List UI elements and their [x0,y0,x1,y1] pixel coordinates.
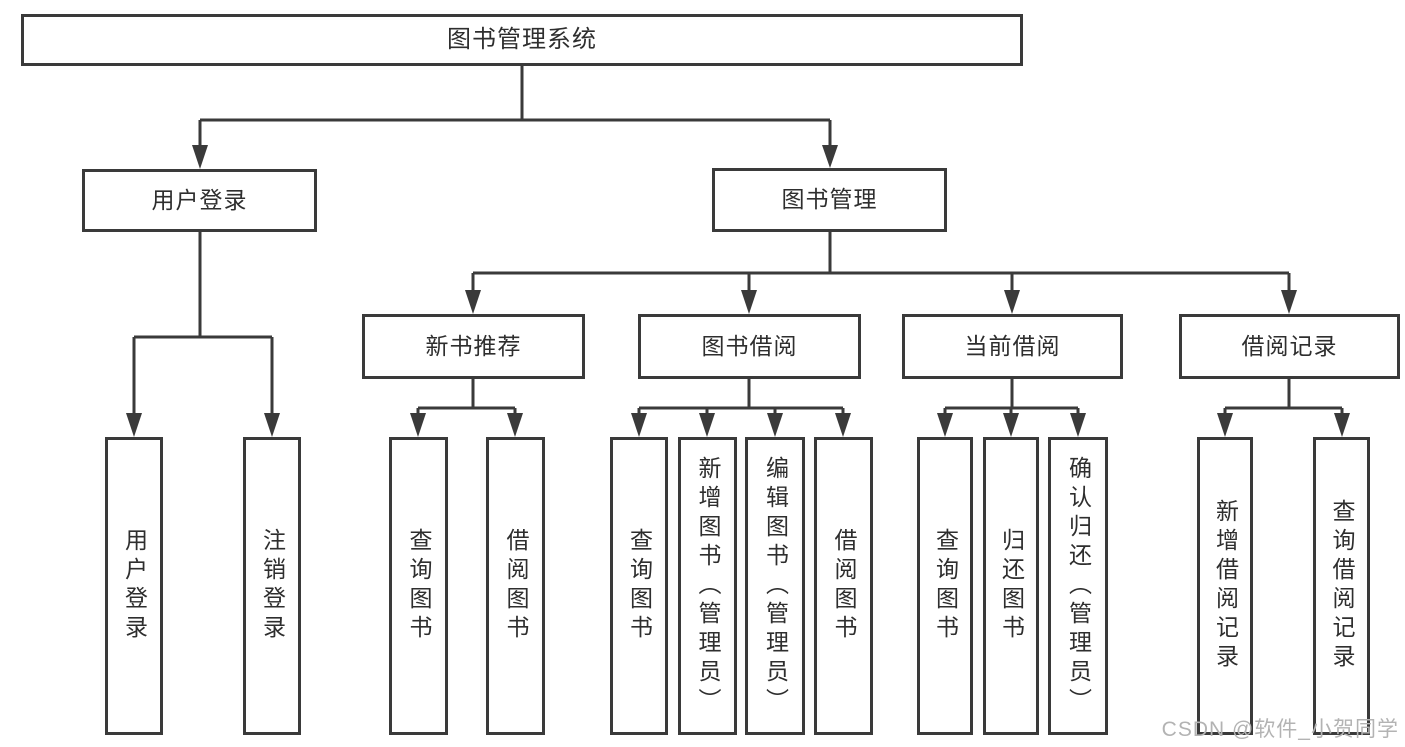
node-borrowing-records: 借阅记录 [1179,314,1400,379]
node-return-books: 归还图书 [983,437,1039,735]
node-add-borrow-record: 新增借阅记录 [1197,437,1253,735]
node-query-books-recommend: 查询图书 [389,437,448,735]
node-current-borrowing: 当前借阅 [902,314,1123,379]
node-query-books-borrowing: 查询图书 [610,437,668,735]
arrowhead-icons [126,145,1350,437]
node-user-login-group: 用户登录 [82,169,317,232]
node-confirm-return-admin: 确认归还（管理员） [1048,437,1108,735]
node-book-management: 图书管理 [712,168,947,232]
node-add-books-admin: 新增图书（管理员） [678,437,737,735]
node-query-books-current: 查询图书 [917,437,973,735]
node-borrow-books-recommend: 借阅图书 [486,437,545,735]
node-library-management-system: 图书管理系统 [21,14,1023,66]
node-logout-action: 注销登录 [243,437,301,735]
csdn-watermark: CSDN @软件_小贺同学 [1161,718,1399,741]
node-query-borrow-record: 查询借阅记录 [1313,437,1370,735]
node-new-book-recommendation: 新书推荐 [362,314,585,379]
node-book-borrowing: 图书借阅 [638,314,861,379]
node-borrow-books-borrowing: 借阅图书 [814,437,873,735]
node-edit-books-admin: 编辑图书（管理员） [745,437,805,735]
node-user-login-action: 用户登录 [105,437,163,735]
